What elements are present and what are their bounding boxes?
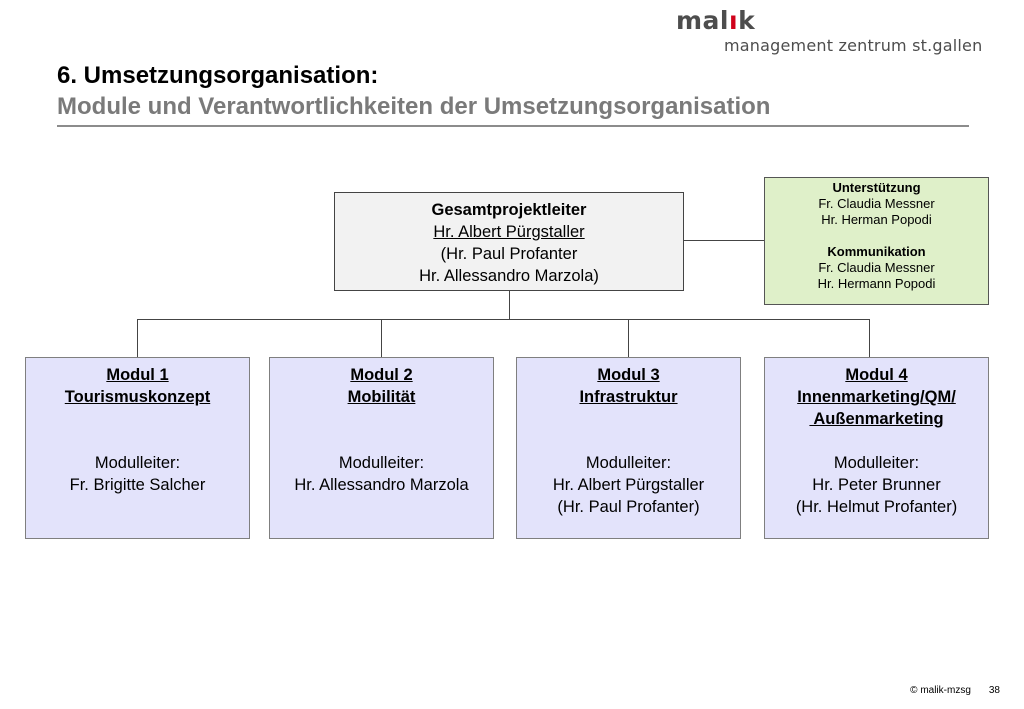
module-lead-name: Fr. Brigitte Salcher: [69, 476, 206, 494]
project-lead-box: Gesamtprojektleiter Hr. Albert Pürgstall…: [334, 192, 684, 291]
module-lead-name: Hr. Allessandro Marzola: [294, 476, 469, 494]
module-subtitle: Infrastruktur: [579, 388, 678, 406]
module-lead-label: Modulleiter:: [585, 454, 672, 472]
malik-logo: malık: [676, 6, 755, 35]
module-subtitle: Innenmarketing/QM/: [797, 388, 956, 406]
footer-copyright: © malik-mzsg: [910, 685, 971, 696]
module-4-box: Modul 4 Innenmarketing/QM/ Außenmarketin…: [764, 357, 989, 539]
module-1-box: Modul 1 Tourismuskonzept Modulleiter: Fr…: [25, 357, 250, 539]
project-lead-line: (Hr. Paul Profanter: [440, 245, 578, 263]
logo-text-b: k: [738, 6, 756, 35]
module-lead-name: (Hr. Helmut Profanter): [795, 498, 958, 516]
title-divider: [57, 125, 969, 127]
project-lead-line: Hr. Allessandro Marzola): [419, 267, 599, 285]
module-title: Modul 4: [845, 366, 908, 384]
connector-modul-3: [628, 319, 629, 357]
page-number: 38: [988, 685, 1000, 696]
module-lead-name: Hr. Peter Brunner: [812, 476, 941, 494]
logo-accent-bar: ı: [729, 6, 739, 35]
project-lead-line: Hr. Albert Pürgstaller: [433, 223, 585, 241]
module-subtitle: Mobilität: [347, 388, 416, 406]
module-lead-label: Modulleiter:: [94, 454, 181, 472]
support-line: Fr. Claudia Messner: [818, 196, 935, 211]
connector-modul-4: [869, 319, 870, 357]
support-line: Hr. Herman Popodi: [821, 212, 932, 227]
support-box: Unterstützung Fr. Claudia Messner Hr. He…: [764, 177, 989, 305]
module-lead-name: Hr. Albert Pürgstaller: [552, 476, 705, 494]
page-title: 6. Umsetzungsorganisation:: [57, 62, 379, 89]
module-lead-label: Modulleiter:: [833, 454, 920, 472]
page-subtitle: Module und Verantwortlichkeiten der Umse…: [57, 93, 771, 120]
module-lead-label: Modulleiter:: [338, 454, 425, 472]
connector-lead-down: [509, 291, 510, 319]
connector-horizontal-bus: [137, 319, 870, 320]
module-title: Modul 2: [350, 366, 413, 384]
module-2-box: Modul 2 Mobilität Modulleiter: Hr. Alles…: [269, 357, 494, 539]
connector-modul-2: [381, 319, 382, 357]
footer: © malik-mzsg 38: [892, 685, 1000, 696]
communication-line: Hr. Hermann Popodi: [817, 276, 936, 291]
communication-heading: Kommunikation: [827, 244, 926, 259]
module-title: Modul 3: [597, 366, 660, 384]
connector-modul-1: [137, 319, 138, 358]
project-lead-heading: Gesamtprojektleiter: [431, 201, 587, 219]
support-heading: Unterstützung: [832, 180, 921, 195]
connector-lead-to-support: [684, 240, 764, 241]
communication-line: Fr. Claudia Messner: [818, 260, 935, 275]
module-subtitle: Tourismuskonzept: [64, 388, 211, 406]
logo-subtitle: management zentrum st.gallen: [724, 36, 983, 55]
module-lead-name: (Hr. Paul Profanter): [557, 498, 700, 516]
module-subtitle: Außenmarketing: [809, 410, 944, 428]
logo-text-a: mal: [676, 6, 729, 35]
module-3-box: Modul 3 Infrastruktur Modulleiter: Hr. A…: [516, 357, 741, 539]
module-title: Modul 1: [106, 366, 169, 384]
